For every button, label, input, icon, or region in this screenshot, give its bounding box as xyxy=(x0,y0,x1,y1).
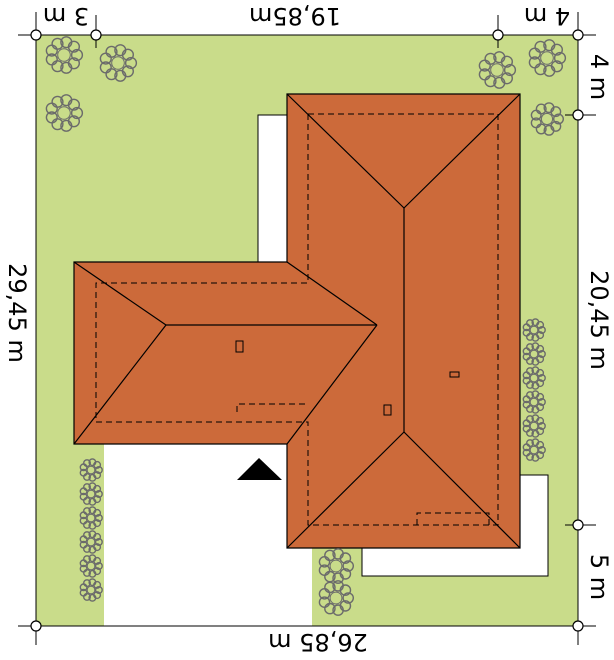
dimension-right-top: 4 m xyxy=(585,54,613,100)
tree-icon xyxy=(528,39,567,77)
tree-icon xyxy=(45,36,84,74)
paved-area-left xyxy=(104,444,312,626)
tree-icon xyxy=(318,548,355,584)
dimension-left-middle: 29,45 m xyxy=(3,263,31,363)
tree-icon xyxy=(79,458,103,482)
dimension-bottom-center: 26,85 m xyxy=(268,628,368,656)
entrance-arrow-icon xyxy=(237,458,282,480)
tree-icon xyxy=(99,44,138,82)
tree-icon xyxy=(79,530,103,554)
tree-icon xyxy=(79,554,103,578)
tree-icon xyxy=(530,102,565,136)
tree-icon xyxy=(478,51,517,89)
tree-icon xyxy=(45,94,84,132)
tree-icon xyxy=(79,506,103,530)
tree-icon xyxy=(318,580,355,616)
dimension-top-right: 4 m xyxy=(524,2,570,30)
tree-icon xyxy=(522,318,546,342)
house-roof xyxy=(73,93,521,549)
dimension-top-center: 19,85m xyxy=(249,2,341,30)
tree-icon xyxy=(522,414,546,438)
dimension-markers xyxy=(30,29,584,632)
tree-icon xyxy=(79,482,103,506)
tree-icon xyxy=(522,366,546,390)
tree-icon xyxy=(522,342,546,366)
tree-icon xyxy=(522,390,546,414)
dimension-right-middle: 20,45 m xyxy=(585,270,613,370)
paved-area-top xyxy=(257,114,291,266)
trees xyxy=(45,36,567,616)
dimension-right-bottom: 5 m xyxy=(585,554,613,600)
dimension-top-left: 3 m xyxy=(43,2,89,30)
tree-icon xyxy=(79,578,103,602)
tree-icon xyxy=(522,438,546,462)
